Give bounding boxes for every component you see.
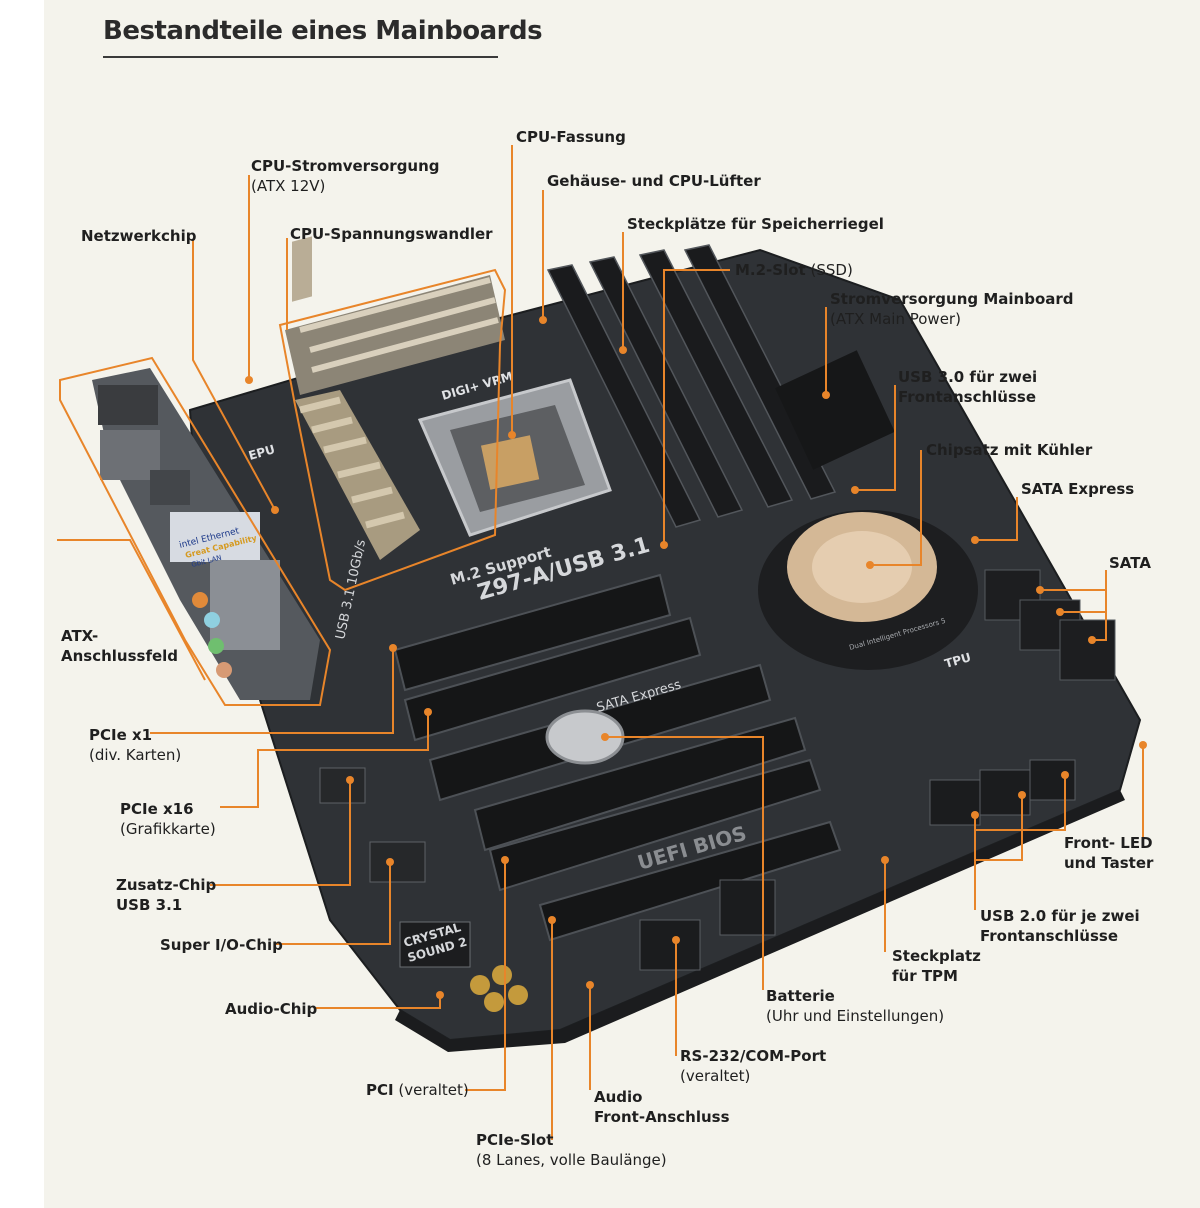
label-pcie-x1-sub: (div. Karten) [89,746,182,764]
rear-io-panel [92,368,320,700]
label-pcie-x16-sub: (Grafikkarte) [120,820,216,838]
label-cpu-fassung: CPU-Fassung [516,127,626,147]
label-netzwerkchip: Netzwerkchip [81,226,196,246]
label-pcie-slot: PCIe-Slot (8 Lanes, volle Baulänge) [476,1130,667,1170]
label-sata: SATA [1109,553,1151,573]
label-frontled-line1: Front- LED [1064,834,1153,852]
label-cpu-fassung-text: CPU-Fassung [516,128,626,146]
label-pcie-slot-sub: (8 Lanes, volle Baulänge) [476,1151,667,1169]
label-strom-main-text: Stromversorgung Mainboard [830,290,1074,308]
label-pcie-x16: PCIe x16 (Grafikkarte) [120,799,216,839]
label-audio-front-line2: Front-Anschluss [594,1108,730,1126]
label-luefter-text: Gehäuse- und CPU-Lüfter [547,172,761,190]
label-cpu-stromversorgung: CPU-Stromversorgung (ATX 12V) [251,156,440,196]
label-pcie-x16-text: PCIe x16 [120,800,194,818]
label-cpu-strom-sub: (ATX 12V) [251,177,326,195]
label-sata-express-text: SATA Express [1021,480,1135,498]
front-headers [639,759,1076,971]
label-atx-line2: Anschlussfeld [61,647,179,665]
label-tpm-line2: für TPM [892,967,958,985]
superio-chip [369,841,426,883]
label-sata-text: SATA [1109,554,1151,572]
label-usb30-line1: USB 3.0 für zwei [898,368,1038,386]
leader-lines [57,145,1144,1140]
label-sata-express: SATA Express [1021,479,1134,499]
label-audio-chip: Audio-Chip [225,999,317,1019]
label-speicher: Steckplätze für Speicherriegel [627,214,884,234]
label-pcie-x1: PCIe x1 (div. Karten) [89,725,181,765]
label-tpm-line1: Steckplatz [892,947,981,965]
usb31-chip [319,767,366,804]
label-m2-sub: (SSD) [810,261,853,279]
label-tpm: Steckplatz für TPM [892,946,981,986]
label-zusatz-line2: USB 3.1 [116,896,183,914]
audio-capacitors [470,965,528,1012]
label-usb30-line2: Frontanschlüsse [898,388,1036,406]
atx-power-connector [775,350,895,470]
cpu-socket [417,378,612,537]
label-atx-anschlussfeld: ATX- Anschlussfeld [61,626,178,666]
label-pcie-slot-text: PCIe-Slot [476,1131,554,1149]
label-luefter: Gehäuse- und CPU-Lüfter [547,171,761,191]
label-rs232-sub: (veraltet) [680,1067,751,1085]
label-batterie-text: Batterie [766,987,835,1005]
label-pci: PCI (veraltet) [366,1080,469,1100]
label-audiochip-text: Audio-Chip [225,1000,318,1018]
label-cpu-strom-text: CPU-Stromversorgung [251,157,440,175]
label-cpu-spannung-text: CPU-Spannungswandler [290,225,493,243]
label-frontled-line2: und Taster [1064,854,1154,872]
leader-dots [245,316,1147,999]
label-rs232: RS-232/COM-Port (veraltet) [680,1046,826,1086]
label-netzwerkchip-text: Netzwerkchip [81,227,197,245]
label-stromversorgung-mainboard: Stromversorgung Mainboard (ATX Main Power… [830,289,1074,329]
label-audio-front-line1: Audio [594,1088,643,1106]
title-underline [103,56,498,58]
page-title: Bestandteile eines Mainboards [103,16,543,46]
label-strom-main-sub: (ATX Main Power) [830,310,961,328]
label-m2-text: M.2-Slot [735,261,806,279]
label-atx-line1: ATX- [61,627,99,645]
label-front-led: Front- LED und Taster [1064,833,1153,873]
label-cpu-spannungswandler: CPU-Spannungswandler [290,224,493,244]
label-chipsatz-text: Chipsatz mit Kühler [926,441,1093,459]
label-pcie-x1-text: PCIe x1 [89,726,153,744]
label-batterie: Batterie (Uhr und Einstellungen) [766,986,944,1026]
chipset-cooler [758,510,978,670]
label-usb20-line2: Frontanschlüsse [980,927,1118,945]
vrm-heatsink-top [285,236,505,395]
label-speicher-text: Steckplätze für Speicherriegel [627,215,884,233]
label-batterie-sub: (Uhr und Einstellungen) [766,1007,945,1025]
label-usb20-line1: USB 2.0 für je zwei [980,907,1140,925]
vrm-heatsink-left [295,390,420,560]
label-m2-slot: M.2-Slot (SSD) [735,260,853,280]
label-pci-text: PCI [366,1081,394,1099]
label-zusatz-line1: Zusatz-Chip [116,876,217,894]
label-chipsatz: Chipsatz mit Kühler [926,440,1092,460]
pcie-slots [393,573,842,942]
highlight-outlines [59,268,507,706]
label-superio-text: Super I/O-Chip [160,936,283,954]
audio-chip-body [399,921,471,968]
label-super-io: Super I/O-Chip [160,935,283,955]
label-pci-sub: (veraltet) [398,1081,469,1099]
label-rs232-text: RS-232/COM-Port [680,1047,827,1065]
